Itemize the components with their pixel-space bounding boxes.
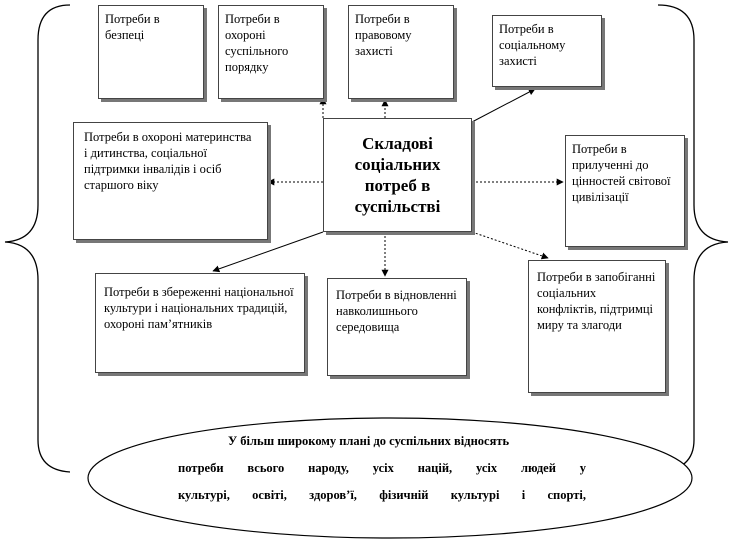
box-environment: Потреби в відновленні навколишнього сере… <box>327 278 467 376</box>
box-social-protection-label: Потреби в соціальному захисті <box>499 22 566 68</box>
box-legal: Потреби в правовому захисті <box>348 5 454 99</box>
box-world-values: Потреби в прилученні до цінностей світов… <box>565 135 685 247</box>
box-world-values-label: Потреби в прилученні до цінностей світов… <box>572 142 671 204</box>
summary-line-1: У більш широкому плані до суспільних від… <box>228 434 510 448</box>
box-motherhood: Потреби в охороні материнства і дитинств… <box>73 122 268 240</box>
box-public-order-label: Потреби в охороні суспільного порядку <box>225 12 289 74</box>
box-public-order: Потреби в охороні суспільного порядку <box>218 5 324 99</box>
summary-ellipse <box>87 417 693 539</box>
box-legal-label: Потреби в правовому захисті <box>355 12 412 58</box>
summary-line-2: потреби всього народу, усіх націй, усіх … <box>178 461 586 475</box>
center-node-label: Складові соціальних потреб в суспільстві <box>354 134 441 216</box>
box-conflicts: Потреби в запобіганні соціальних конфлік… <box>528 260 666 393</box>
box-safety: Потреби в безпеці <box>98 5 204 99</box>
box-social-protection: Потреби в соціальному захисті <box>492 15 602 87</box>
summary-text: У більш широкому плані до суспільних від… <box>178 428 586 509</box>
arrow-to-social-protection <box>471 88 536 123</box>
box-safety-label: Потреби в безпеці <box>105 12 160 42</box>
arrow-to-culture <box>212 231 324 273</box>
box-motherhood-label: Потреби в охороні материнства і дитинств… <box>84 130 252 192</box>
center-node: Складові соціальних потреб в суспільстві <box>323 118 472 232</box>
box-culture-label: Потреби в збереженні національної культу… <box>104 285 294 331</box>
left-brace <box>4 4 71 473</box>
right-brace <box>657 4 729 473</box>
box-environment-label: Потреби в відновленні навколишнього сере… <box>336 288 457 334</box>
box-culture: Потреби в збереженні національної культу… <box>95 273 305 373</box>
box-conflicts-label: Потреби в запобіганні соціальних конфлік… <box>537 270 656 332</box>
arrow-to-conflicts <box>471 231 549 260</box>
summary-line-3: культурі, освіті, здоров’ї, фізичній кул… <box>178 488 586 502</box>
